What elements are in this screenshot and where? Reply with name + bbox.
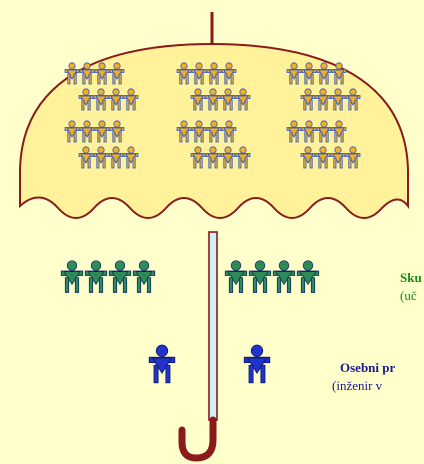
umbrella-shaft — [209, 232, 217, 420]
personal-title: Osebni pr — [340, 360, 395, 376]
group-person-icon — [297, 261, 319, 293]
group-person-icon — [109, 261, 131, 293]
group-person-icon — [273, 261, 295, 293]
group-person-icon — [85, 261, 107, 293]
umbrella-handle — [182, 420, 213, 458]
group-subtitle: (uč — [400, 288, 417, 304]
personal-person-icon — [149, 345, 175, 383]
group-person-icon — [225, 261, 247, 293]
group-title: Sku — [400, 270, 422, 286]
group-person-icon — [61, 261, 83, 293]
group-person-icon — [249, 261, 271, 293]
group-people — [61, 261, 319, 293]
group-person-icon — [133, 261, 155, 293]
personal-subtitle: (inženir v — [332, 378, 382, 394]
personal-person-icon — [244, 345, 270, 383]
